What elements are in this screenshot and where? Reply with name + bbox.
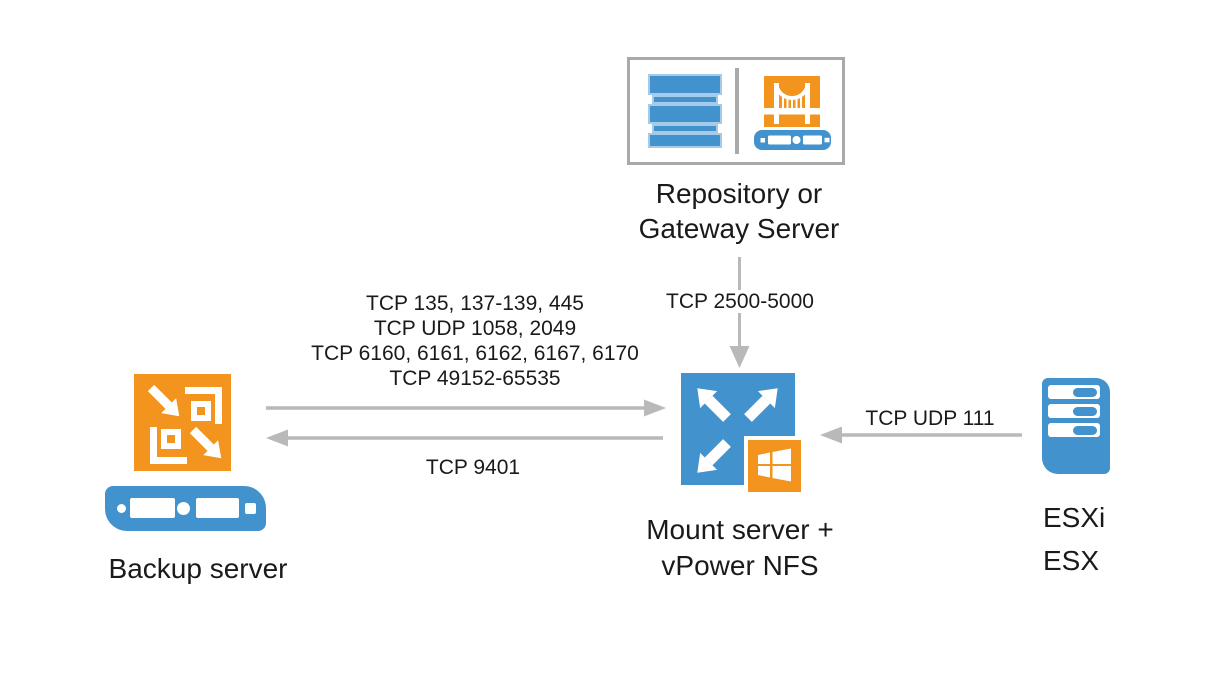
arrow-mount-to-backup xyxy=(266,429,663,447)
backup-arrows-icon xyxy=(134,374,231,471)
esxi-label: ESXi ESX xyxy=(1043,496,1163,582)
appliance-port xyxy=(245,503,256,514)
tower-bay-handle xyxy=(1073,387,1097,397)
tower-bay-handle xyxy=(1073,406,1097,416)
appliance-led xyxy=(117,504,126,513)
mount-server-label-line2: vPower NFS xyxy=(661,550,819,581)
arrow-esxi-to-mount xyxy=(820,426,1022,444)
disk-stack-icon xyxy=(648,74,722,148)
mount-to-backup-port-label: TCP 9401 xyxy=(425,456,521,479)
port-label-line: TCP 6160, 6161, 6162, 6167, 6170 xyxy=(311,342,639,365)
bridge-gateway-icon xyxy=(754,76,831,150)
esxi-label-line2: ESX xyxy=(1043,545,1100,576)
repository-gateway-icon-box xyxy=(627,57,845,165)
server-appliance-icon xyxy=(105,486,266,531)
appliance-slot xyxy=(196,498,239,518)
repository-label-line2: Gateway Server xyxy=(638,213,840,244)
windows-logo-icon xyxy=(744,436,801,492)
backup-to-mount-ports-label: TCP 135, 137-139, 445 TCP UDP 1058, 2049… xyxy=(275,291,675,391)
divider-line xyxy=(735,68,739,154)
tower-bay xyxy=(1048,385,1100,399)
tower-bay-handle xyxy=(1073,425,1097,435)
backup-server-label: Backup server xyxy=(108,553,288,584)
esxi-to-mount-port-label: TCP UDP 111 xyxy=(865,407,995,430)
port-label-line: TCP 49152-65535 xyxy=(389,367,561,390)
mount-server-label-line1: Mount server + xyxy=(646,514,834,545)
repository-to-mount-port-text: TCP 2500-5000 xyxy=(660,290,820,313)
port-label-line: TCP 135, 137-139, 445 xyxy=(366,292,584,315)
port-label-line: TCP UDP 1058, 2049 xyxy=(373,317,577,340)
tower-bay xyxy=(1048,404,1100,418)
tower-server-icon xyxy=(1042,378,1110,474)
appliance-led xyxy=(177,502,190,515)
expand-arrows-icon xyxy=(681,373,801,492)
mount-server-label: Mount server + vPower NFS xyxy=(615,512,865,584)
gateway-appliance-icon xyxy=(754,130,831,150)
esxi-label-line1: ESXi xyxy=(1043,502,1106,533)
repository-to-mount-port-label: TCP 2500-5000 xyxy=(640,289,840,314)
appliance-slot xyxy=(130,498,175,518)
arrow-backup-to-mount xyxy=(266,399,666,417)
repository-label: Repository or Gateway Server xyxy=(614,176,864,246)
repository-label-line1: Repository or xyxy=(655,178,823,209)
tower-bay xyxy=(1048,423,1100,437)
